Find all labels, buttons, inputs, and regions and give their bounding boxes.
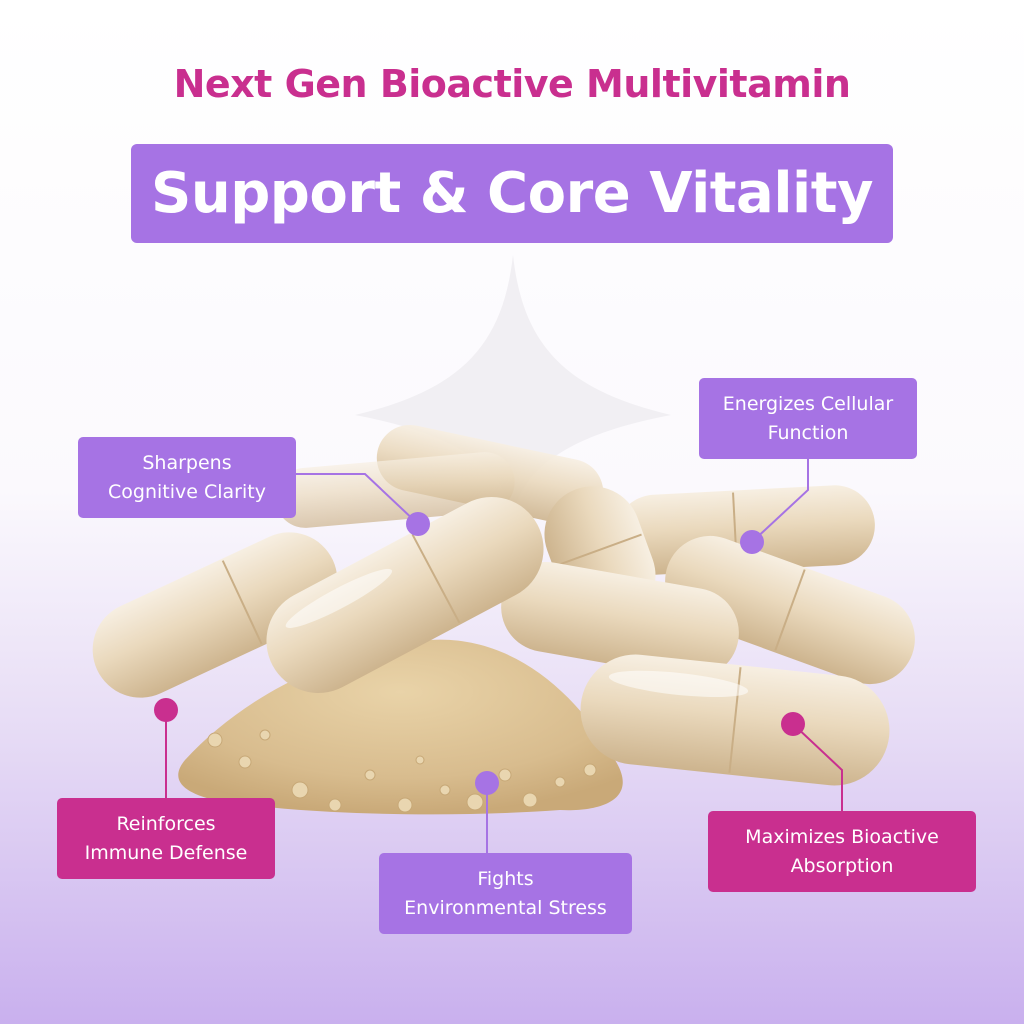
callout-line: Sharpens [142, 451, 232, 474]
marker-dot [475, 771, 499, 795]
capsule [275, 452, 515, 528]
callout-cellular-function: Energizes Cellular Function [699, 378, 917, 459]
capsule [665, 535, 915, 685]
callout-line: Maximizes Bioactive [745, 825, 939, 848]
callout-line: Energizes Cellular [722, 392, 894, 415]
callout-line: Absorption [790, 854, 894, 877]
callout-immune-defense: Reinforces Immune Defense [57, 798, 275, 879]
capsule [92, 532, 338, 698]
callout-cognitive-clarity: Sharpens Cognitive Clarity [78, 437, 296, 518]
marker-dot [406, 512, 430, 536]
powder-pile [178, 639, 623, 815]
callout-line: Fights [477, 867, 534, 890]
page-title: Support & Core Vitality [151, 161, 874, 226]
capsule [266, 496, 544, 694]
capsule [580, 654, 890, 786]
sparkle-icon [355, 255, 671, 515]
callout-line: Environmental Stress [404, 896, 607, 919]
marker-dot [740, 530, 764, 554]
page-subtitle: Next Gen Bioactive Multivitamin [173, 62, 851, 106]
marker-dot [154, 698, 178, 722]
callout-line: Reinforces [116, 812, 216, 835]
callout-environmental-stress: Fights Environmental Stress [379, 853, 632, 934]
capsule [501, 561, 739, 679]
marker-dot [781, 712, 805, 736]
title-banner: Support & Core Vitality [131, 144, 893, 243]
callout-bioactive-absorption: Maximizes Bioactive Absorption [708, 811, 976, 892]
callout-line: Cognitive Clarity [108, 480, 266, 503]
callout-line: Function [767, 421, 849, 444]
callout-line: Immune Defense [84, 841, 248, 864]
